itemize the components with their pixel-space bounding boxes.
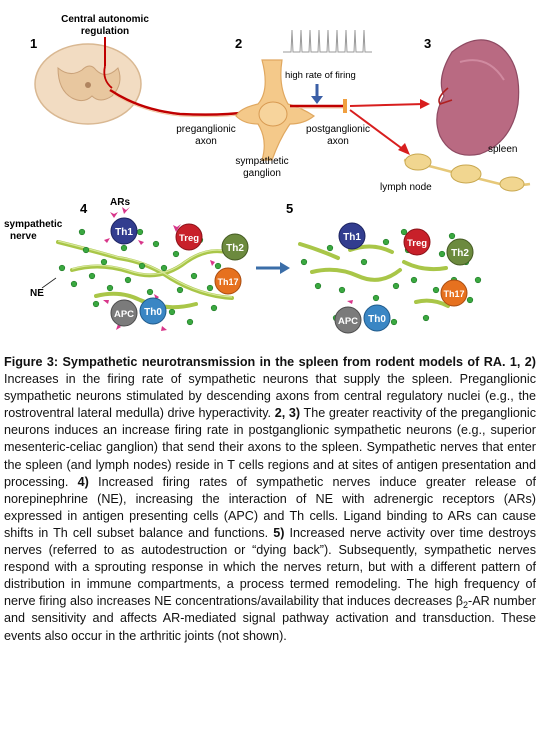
ars-label: ARs [110, 197, 130, 208]
svg-text:Treg: Treg [407, 238, 427, 249]
firing-rate-trace [283, 29, 372, 53]
caption-ref-5: 5) [273, 525, 285, 540]
caption-title: Figure 3: Sympathetic neurotransmission … [4, 355, 506, 369]
cell-apc-p4: APC [110, 299, 138, 327]
preganglionic-label-line1: preganglionic [176, 124, 236, 135]
spinal-cord-illustration [34, 43, 142, 125]
svg-text:Th1: Th1 [343, 232, 361, 243]
cell-th0-p4: Th0 [139, 297, 167, 325]
svg-text:Th0: Th0 [144, 307, 162, 318]
caption-text-5a: Increased nerve activity over time destr… [4, 525, 537, 609]
caption-text-5b: -AR number and sensitivity and affects A… [4, 594, 536, 643]
cell-th2-p5: Th2 [446, 238, 474, 266]
sympathetic-nerve-label-line2: nerve [10, 231, 37, 242]
cell-apc-p5: APC [334, 306, 362, 334]
preganglionic-label-line2: axon [195, 136, 217, 147]
svg-text:Treg: Treg [179, 233, 199, 244]
svg-text:APC: APC [114, 309, 134, 320]
svg-text:Th17: Th17 [217, 277, 238, 287]
caption-text-2-3: The greater reactivity of the preganglio… [4, 406, 536, 489]
svg-text:APC: APC [338, 316, 358, 327]
panel-number-3: 3 [424, 36, 431, 51]
cell-treg-p5: Treg [403, 228, 431, 256]
nerve-strands-panel4-hi [57, 240, 233, 298]
panel-number-4: 4 [80, 201, 88, 216]
cell-th2-p4: Th2 [221, 233, 249, 261]
cell-th17-p5: Th17 [440, 279, 468, 307]
figure-caption: Figure 3: Sympathetic neurotransmission … [4, 354, 536, 645]
panel-number-5: 5 [286, 201, 293, 216]
svg-text:Th17: Th17 [443, 289, 464, 299]
nerve-strands-panel4 [56, 240, 234, 310]
high-rate-label: high rate of firing [285, 70, 356, 81]
cell-treg-p4: Treg [175, 223, 203, 251]
spleen-label: spleen [488, 144, 517, 155]
central-regulation-label-line2: regulation [81, 26, 129, 37]
caption-ref-4: 4) [77, 474, 89, 489]
panel-number-1: 1 [30, 36, 37, 51]
figure-illustration: 1 Central autonomic regulation 2 high ra… [4, 14, 531, 334]
ne-molecules-panel5 [300, 228, 482, 326]
svg-text:Th0: Th0 [368, 314, 386, 325]
ganglion-label-line1: sympathetic [235, 156, 288, 167]
spleen-illustration [436, 39, 520, 156]
postganglionic-label-line1: postganglionic [306, 124, 370, 135]
caption-text-4: Increased firing rates of sympathetic ne… [4, 474, 536, 540]
cell-th17-p4: Th17 [214, 267, 242, 295]
lymph-node-illustration [403, 153, 531, 192]
svg-text:Th2: Th2 [226, 243, 244, 254]
caption-ref-2-3: 2, 3) [274, 406, 301, 421]
preganglionic-axon [109, 88, 249, 116]
caption-ref-1-2: 1, 2) [509, 355, 537, 369]
cell-th0-p5: Th0 [363, 304, 391, 332]
ganglion-label-line2: ganglion [243, 168, 281, 179]
cell-th1-p5: Th1 [338, 222, 366, 250]
panel-number-2: 2 [235, 36, 242, 51]
central-regulation-label-line1: Central autonomic [61, 14, 149, 25]
svg-text:Th1: Th1 [115, 227, 133, 238]
nerve-strands-panel5 [298, 242, 450, 308]
lymph-node-label: lymph node [380, 182, 432, 193]
sympathetic-nerve-label-line1: sympathetic [4, 219, 63, 230]
beta-subscript: 2 [462, 600, 468, 611]
caption-text-1-2: Increases in the firing rate of sympathe… [4, 372, 536, 421]
svg-text:Th2: Th2 [451, 248, 469, 259]
ne-label: NE [30, 288, 44, 299]
cell-th1-p4: Th1 [110, 217, 138, 245]
postganglionic-label-line2: axon [327, 136, 349, 147]
